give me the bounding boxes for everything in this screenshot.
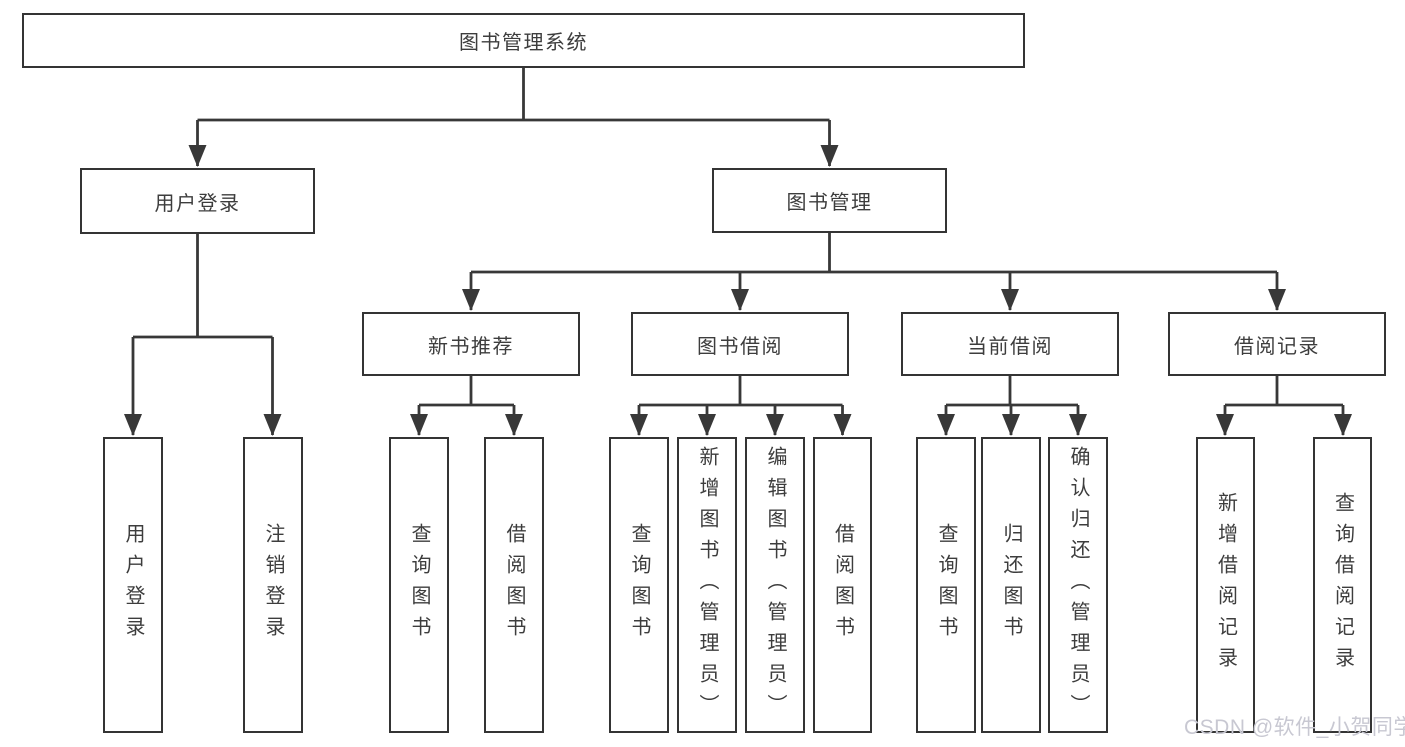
node-book-borrow-label: 图书借阅 — [697, 335, 783, 358]
leaf-borrow-edit-books-admin: 编辑图书（管理员） — [745, 437, 805, 733]
node-book-management-label: 图书管理 — [786, 192, 873, 214]
leaf-current-query-books-label: 查询图书 — [935, 523, 957, 647]
leaf-current-confirm-return-admin: 确认归还（管理员） — [1048, 437, 1108, 733]
leaf-borrow-query-books: 查询图书 — [609, 437, 669, 733]
node-current-borrow: 当前借阅 — [901, 312, 1119, 376]
leaf-records-add-record: 新增借阅记录 — [1196, 437, 1255, 733]
leaf-borrow-borrow-books: 借阅图书 — [813, 437, 872, 733]
node-book-borrow: 图书借阅 — [631, 312, 849, 376]
leaf-borrow-borrow-books-label: 借阅图书 — [831, 523, 854, 647]
leaf-current-return-books-label: 归还图书 — [1000, 523, 1022, 647]
leaf-records-query-record: 查询借阅记录 — [1313, 437, 1372, 733]
node-root-label: 图书管理系统 — [459, 32, 588, 54]
node-book-management: 图书管理 — [712, 168, 947, 233]
leaf-recommend-query-books-label: 查询图书 — [408, 523, 430, 647]
leaf-recommend-query-books: 查询图书 — [389, 437, 449, 733]
node-user-login-label: 用户登录 — [154, 192, 241, 215]
node-current-borrow-label: 当前借阅 — [967, 335, 1053, 358]
leaf-borrow-add-books-admin-label: 新增图书（管理员） — [696, 445, 718, 725]
leaf-logout: 注销登录 — [243, 437, 303, 733]
leaf-current-confirm-return-admin-label: 确认归还（管理员） — [1067, 445, 1089, 725]
leaf-records-query-record-label: 查询借阅记录 — [1331, 492, 1354, 678]
leaf-recommend-borrow-books-label: 借阅图书 — [503, 523, 525, 647]
leaf-user-login-label: 用户登录 — [122, 523, 144, 647]
leaf-current-query-books: 查询图书 — [916, 437, 976, 733]
node-root-system: 图书管理系统 — [22, 13, 1025, 68]
leaf-borrow-edit-books-admin-label: 编辑图书（管理员） — [764, 445, 786, 725]
csdn-watermark: CSDN @软件_小贺同学 — [1184, 716, 1405, 739]
leaf-recommend-borrow-books: 借阅图书 — [484, 437, 544, 733]
leaf-borrow-query-books-label: 查询图书 — [628, 523, 650, 647]
node-borrow-records-label: 借阅记录 — [1234, 335, 1320, 358]
leaf-records-add-record-label: 新增借阅记录 — [1214, 492, 1237, 678]
node-borrow-records: 借阅记录 — [1168, 312, 1386, 376]
node-new-book-recommend: 新书推荐 — [362, 312, 580, 376]
leaf-user-login: 用户登录 — [103, 437, 163, 733]
leaf-current-return-books: 归还图书 — [981, 437, 1041, 733]
node-new-book-recommend-label: 新书推荐 — [428, 335, 514, 358]
leaf-borrow-add-books-admin: 新增图书（管理员） — [677, 437, 737, 733]
leaf-logout-label: 注销登录 — [262, 523, 284, 647]
node-user-login: 用户登录 — [80, 168, 315, 234]
